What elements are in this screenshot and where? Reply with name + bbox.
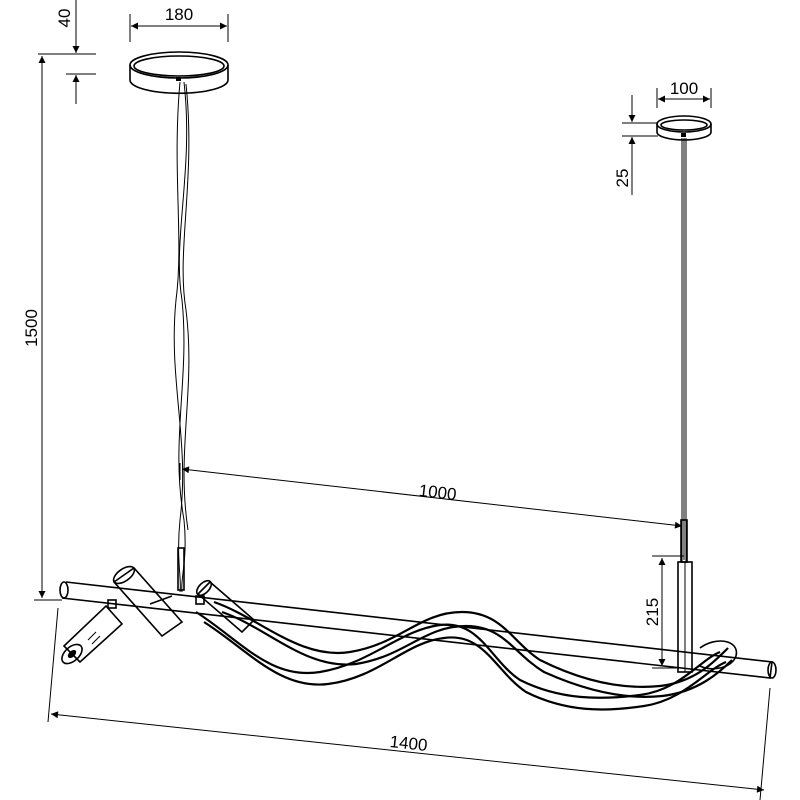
suspension-cable-left <box>173 81 190 593</box>
label-215: 215 <box>643 598 662 626</box>
dimension-canopy-small-height: 25 <box>613 95 658 195</box>
fixture-body <box>59 581 777 711</box>
suspension-cable-right <box>680 138 688 563</box>
dimension-fixture-height: 215 <box>643 555 684 669</box>
label-40: 40 <box>55 9 74 28</box>
label-100: 100 <box>670 79 698 98</box>
label-1000: 1000 <box>418 481 458 504</box>
dimension-canopy-large-width: 180 <box>129 5 229 42</box>
label-1400: 1400 <box>389 732 429 755</box>
canopy-small <box>656 115 712 141</box>
label-1500: 1500 <box>22 309 41 347</box>
fixture-drop-tube-right <box>677 561 693 673</box>
dimension-canopy-large-height: 40 <box>38 0 96 104</box>
dimension-canopy-small-width: 100 <box>656 79 712 108</box>
dimension-fixture-length: 1400 <box>47 607 771 800</box>
dimension-suspension-spacing: 1000 <box>179 463 685 534</box>
label-25: 25 <box>613 169 632 188</box>
canopy-large <box>129 51 229 95</box>
spotlight-1 <box>112 565 184 638</box>
spotlight-2 <box>61 599 124 665</box>
spotlight-3 <box>195 579 256 634</box>
dimension-suspension-length: 1500 <box>22 56 62 601</box>
label-180: 180 <box>165 5 193 24</box>
